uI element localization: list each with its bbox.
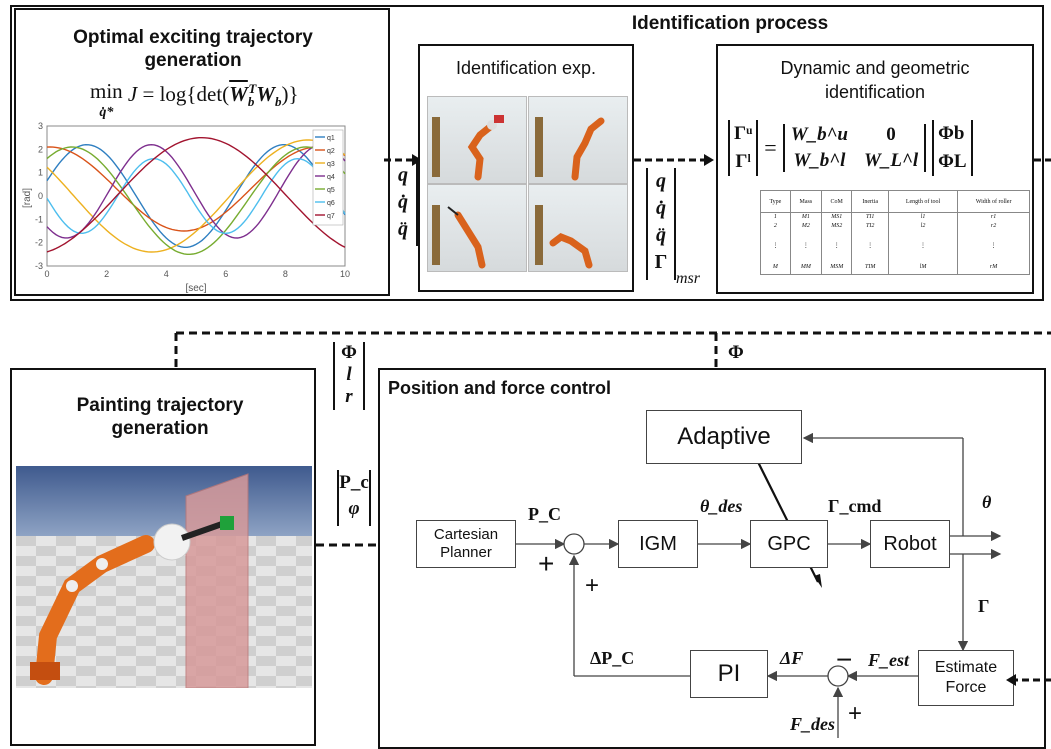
signal-f-des: F_des	[790, 714, 835, 734]
plot-ytick: 3	[38, 121, 43, 131]
exciting-trajectory-title: Optimal exciting trajectory generation	[73, 27, 313, 71]
param-table-header: Width of roller	[957, 190, 1030, 213]
plot-ytick: 2	[38, 144, 43, 154]
plot-legend-item: q6	[327, 200, 335, 207]
phi-label: Φ	[728, 342, 744, 363]
trajectory-curve-q7	[46, 137, 346, 253]
exp-output-subscript: msr	[676, 270, 701, 287]
plot-ylabel: [rad]	[22, 188, 33, 208]
plot-xtick: 6	[223, 269, 228, 279]
plot-xtick: 10	[340, 269, 350, 279]
param-table-header: Mass	[789, 190, 822, 213]
pi-block: PI	[690, 650, 768, 698]
trajectory-curve-q4	[46, 143, 346, 239]
plot-xtick: 0	[44, 269, 49, 279]
dyn-geo-title: Dynamic and geometric identification	[780, 58, 970, 102]
plot-ytick: -1	[35, 214, 43, 224]
plus-sign-1: +	[538, 548, 555, 579]
exp-photo-3	[427, 184, 527, 272]
signal-f-est: F_est	[868, 650, 910, 670]
param-table-header: CoM	[820, 190, 853, 213]
painting-title: Painting trajectory generation	[76, 395, 244, 439]
painting-pose-vector: P_c φ	[337, 470, 371, 526]
trajectory-curve-q1	[46, 143, 346, 248]
exp-output-vector: q q̇ q̈ Γ	[646, 168, 676, 280]
plot-xlabel: [sec]	[185, 283, 206, 293]
signal-delta-pc: ΔP_C	[590, 648, 635, 668]
exp-input-vector: q q̇ q̈	[388, 162, 418, 246]
arrow-into-estimate	[1006, 674, 1051, 686]
signal-delta-f: ΔF	[780, 648, 804, 668]
plot-xtick: 8	[283, 269, 288, 279]
minus-sign: −	[836, 644, 853, 675]
plot-legend-item: q3	[327, 161, 335, 168]
arrow-exp-to-dyn	[634, 154, 714, 166]
cartesian-planner-block: Cartesian Planner	[416, 520, 516, 568]
gpc-block: GPC	[750, 520, 828, 568]
adaptive-block: Adaptive	[646, 410, 802, 464]
plot-ytick: -2	[35, 238, 43, 248]
identification-exp-title: Identification exp.	[455, 58, 597, 78]
identification-process-title: Identification process	[631, 13, 829, 34]
dyn-geo-equation: Γᵘ Γˡ = W_b^u 0 W_b^l W_L^l Φb ΦL	[728, 116, 973, 180]
plot-ytick: -3	[35, 261, 43, 271]
exp-photo-2	[528, 96, 628, 184]
igm-block: IGM	[618, 520, 698, 568]
arrow-dyn-exit	[1034, 158, 1051, 162]
painting-sim-image	[16, 466, 312, 688]
plot-legend-item: q2	[327, 148, 335, 155]
trajectory-curve-q6	[46, 157, 346, 235]
trajectory-curve-q2	[46, 146, 346, 232]
signal-pc: P_C	[528, 504, 561, 524]
trajectory-curve-q3	[46, 139, 346, 253]
arrow-plot-to-exp	[384, 154, 422, 166]
plot-legend-item: q4	[327, 174, 335, 181]
signal-theta-des: θ_des	[700, 496, 743, 516]
robot-block: Robot	[870, 520, 950, 568]
exp-photo-1	[427, 96, 527, 184]
plot-ytick: 0	[38, 191, 43, 201]
estimate-force-block: Estimate Force	[918, 650, 1014, 706]
signal-gamma: Γ	[978, 596, 990, 616]
param-table-header: Type	[760, 190, 791, 213]
trajectory-curve-q5	[46, 146, 346, 255]
plot-legend-item: q5	[327, 187, 335, 194]
param-table-header: Inertia	[851, 190, 889, 213]
painting-params-vector: Φ l r	[333, 342, 365, 410]
plot-ytick: 1	[38, 168, 43, 178]
plus-sign-3: +	[848, 700, 863, 727]
plot-xtick: 4	[164, 269, 169, 279]
exp-photo-4	[528, 184, 628, 272]
param-table-header: Length of tool	[887, 190, 959, 213]
plot-legend-item: q1	[327, 135, 335, 142]
signal-gamma-cmd: Γ_cmd	[828, 496, 882, 516]
signal-theta: θ	[982, 492, 992, 512]
plot-xtick: 2	[104, 269, 109, 279]
control-title: Position and force control	[388, 378, 612, 398]
plus-sign-2: +	[585, 572, 600, 599]
plot-legend-item: q7	[327, 213, 335, 220]
